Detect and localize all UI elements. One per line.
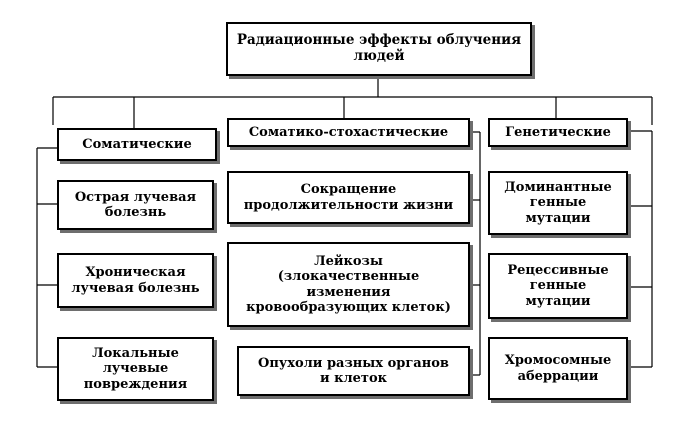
effect-dominant-mutations: Доминантные генные мутации [488, 171, 628, 235]
effect-recessive-mutations: Рецессивные генные мутации [488, 253, 628, 319]
effect-tumors: Опухоли разных органов и клеток [237, 346, 470, 396]
effect-acute-radiation-sickness: Острая лучевая болезнь [57, 180, 214, 230]
effect-chronic-radiation-sickness: Хроническая лучевая болезнь [57, 253, 214, 308]
effect-leukemia: Лейкозы (злокачественные изменения крово… [227, 242, 470, 327]
effect-life-shortening: Сокращение продолжительности жизни [227, 171, 470, 224]
root-box: Радиационные эффекты облучения людей [226, 22, 532, 76]
category-somatic: Соматические [57, 128, 217, 161]
category-somatic-stochastic: Соматико-стохастические [227, 118, 470, 147]
effect-chromosomal-aberrations: Хромосомные аберрации [488, 337, 628, 400]
category-genetic: Генетические [488, 118, 628, 147]
effect-local-radiation-damage: Локальные лучевые повреждения [57, 337, 214, 401]
